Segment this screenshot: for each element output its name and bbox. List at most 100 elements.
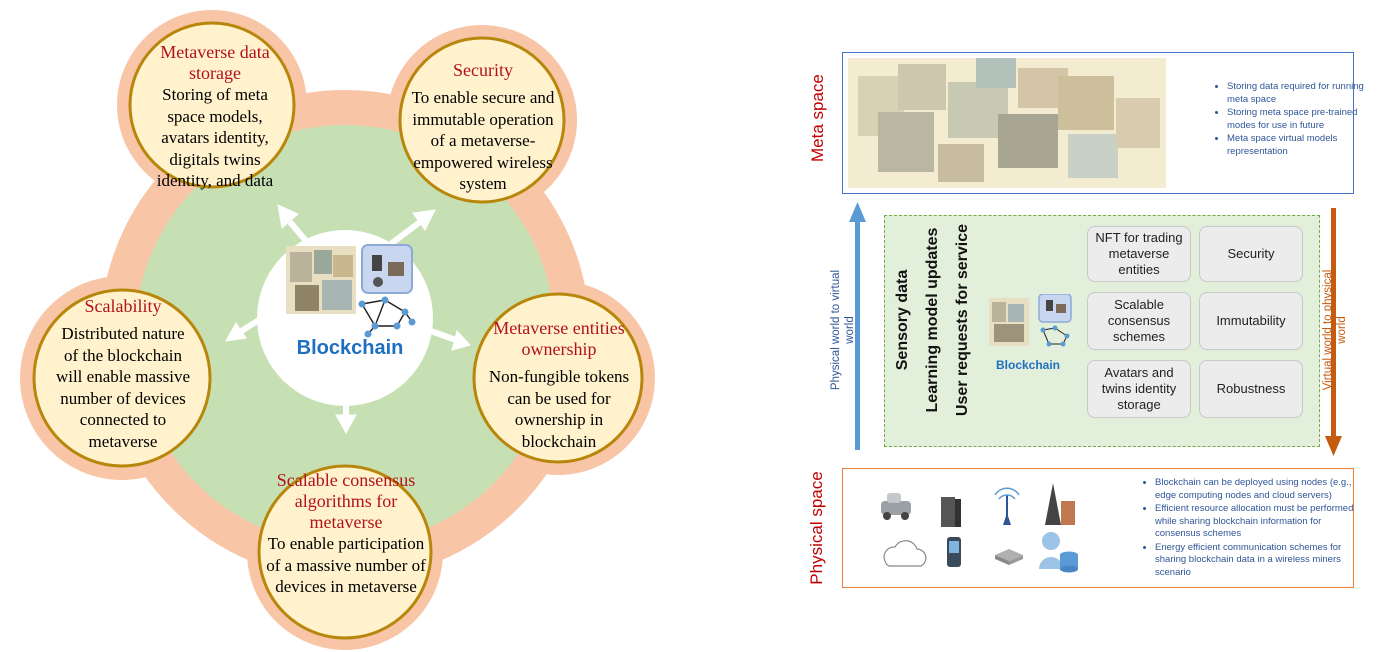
petal-body-line: space models, [167,106,263,126]
card-line: entities [1118,262,1160,277]
arrow-to-security [386,219,422,249]
arrow-label-line: world [844,316,856,344]
feature-card-identity-storage: Avatars and twins identity storage [1087,360,1191,418]
car-icon [881,493,911,520]
cloud-icon [883,540,927,567]
blockchain-small-label: Blockchain [995,358,1061,372]
petal-body-line: connected to [79,410,167,429]
petal-body-line: digitals twins [169,149,261,169]
physical-to-virtual-label: Physical world to virtual world [829,255,857,405]
arrow-to-scalability [238,315,264,335]
metaverse-collage-image [286,246,356,314]
petal-title: Security [453,60,513,80]
petal-diagram-shapes [20,10,655,650]
physical-device-icons [881,483,1078,573]
metaverse-collage-image [848,58,1166,188]
meta-space-bullets: Storing data required for running meta s… [1213,81,1367,159]
bullet-item: Efficient resource allocation must be pe… [1155,503,1367,541]
petal-body-line: of a massive number of [266,555,426,575]
arrow-label-line: Physical world to virtual [830,269,842,391]
feature-card-immutability: Immutability [1199,292,1303,350]
arrow-head-consensus [335,414,357,435]
petal-body-line: devices in metaverse [275,577,417,596]
card-line: consensus [1107,313,1171,328]
petal-scalability-circle [32,288,212,468]
meta-space-label: Meta space [808,74,827,162]
petal-security: Security To enable secure and immutable … [402,60,564,195]
arrow-to-ownership [426,327,458,343]
metaverse-layer-diagram: Storing data required for running meta s… [800,40,1370,600]
feature-card-security: Security [1199,226,1303,282]
petal-title: algorithms for [294,491,398,511]
arrow-label-line: world [1336,316,1348,344]
petal-body-line: To enable participation [267,534,425,553]
card-line: schemes [1112,329,1166,344]
arrow-head-storage [277,204,299,229]
middle-arrows [849,202,1342,456]
bullet-item: Storing meta space pre-trained modes for… [1227,107,1367,132]
phone-icon [947,537,961,567]
input-sensory-data: Sensory data [894,269,911,371]
petal-body-line: identity, and data [156,171,274,190]
card-line: metaverse [1108,246,1170,261]
petal-consensus-circle [257,464,433,640]
arrow-head-ownership [451,329,471,351]
petal-title: Metaverse data [160,42,270,62]
petal-title: storage [189,63,241,83]
card-line: storage [1117,397,1161,412]
bullet-item: Energy efficient communication schemes f… [1155,542,1367,580]
virtual-to-physical-label: Virtual world to physical world [1321,255,1349,405]
petal-storage-circle [128,21,296,189]
petal-scalability: Scalability Distributed nature of the bl… [42,296,204,452]
arrow-head-scalability [225,322,247,342]
petal-body-line: system [459,174,507,193]
user-database-icon [1039,532,1078,573]
input-user-requests: User requests for service [954,223,971,417]
petal-title: Scalability [84,296,162,316]
petal-body-line: will enable massive [55,367,191,386]
bullet-item: Meta space virtual models representation [1227,133,1367,158]
card-line: Robustness [1216,381,1286,396]
card-line: NFT for trading [1095,230,1183,245]
petal-title: Metaverse entities [493,318,625,338]
petal-title: metaverse [309,512,383,532]
physical-space-bullets: Blockchain can be deployed using nodes (… [1141,477,1367,580]
petal-circles [32,21,644,640]
petal-body-line: blockchain [521,431,597,451]
feature-card-robustness: Robustness [1199,360,1303,418]
petal-body-line: empowered wireless [413,152,553,172]
petal-body-line: of a metaverse- [430,131,536,150]
petal-title: Scalable consensus [276,470,416,490]
arrow-head-security [412,209,436,231]
petal-ownership-circle [472,292,644,464]
arrow-to-storage [287,220,315,250]
petal-body-line: Storing of meta [162,85,268,104]
petal-security-circle [398,36,566,204]
petal-body-line: avatars identity, [161,128,269,147]
down-arrow-head [1325,436,1342,456]
card-line: Immutability [1216,313,1286,328]
bullet-item: Storing data required for running meta s… [1227,81,1367,106]
petal-storage: Metaverse data storage Storing of meta s… [140,42,290,192]
feature-card-nft: NFT for trading metaverse entities [1087,226,1191,282]
up-arrow-shaft [855,218,860,450]
petal-body-line: To enable secure and [411,88,555,107]
up-arrow-head [849,202,866,222]
blockchain-petal-diagram: Blockchain Metaverse data storage Storin… [20,10,655,650]
network-nodes [358,296,416,338]
bullet-item: Blockchain can be deployed using nodes (… [1155,477,1367,502]
physical-space-label: Physical space [807,471,826,585]
feature-card-consensus: Scalable consensus schemes [1087,292,1191,350]
card-line: twins identity [1101,381,1177,396]
blockchain-layer-box: Sensory data Learning model updates User… [884,215,1320,447]
arrow-label-line: Virtual world to physical [1322,269,1334,391]
physical-space-box: Blockchain can be deployed using nodes (… [842,468,1354,588]
devices-image [361,244,413,294]
card-line: Security [1227,246,1275,261]
card-line: Scalable [1114,297,1164,312]
petal-consensus: Scalable consensus algorithms for metave… [250,470,442,598]
antenna-icon [994,487,1020,525]
petal-body-line: Non-fungible tokens [488,367,630,386]
card-line: Avatars and [1104,365,1174,380]
tower-icon [1045,483,1075,525]
